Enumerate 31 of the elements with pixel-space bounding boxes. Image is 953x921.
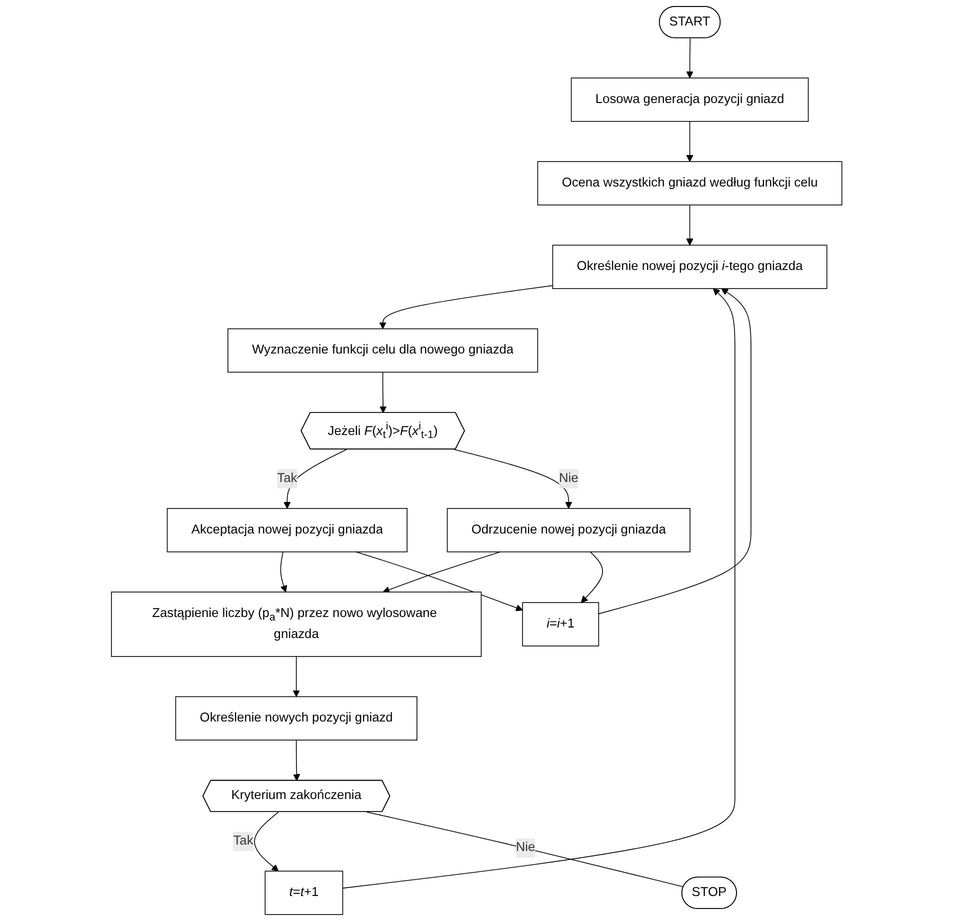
arrow [598, 288, 752, 614]
node-box: Wyznaczenie funkcji celu dla nowego gniazda [227, 328, 538, 373]
edge-label: Nie [516, 840, 535, 854]
arrow [379, 285, 553, 330]
arrow [686, 121, 694, 162]
edge-label: Tak [277, 471, 298, 486]
arrow [580, 551, 603, 603]
node-box: Określenie nowej pozycji i-tego gniazda [552, 244, 828, 289]
node-box: Odrzucenie nowej pozycji gniazda [446, 508, 690, 552]
edge-label: Tak [233, 834, 254, 848]
arrow [283, 448, 348, 509]
arrow [356, 551, 523, 612]
arrow [280, 551, 287, 592]
node-box: Ocena wszystkich gniazd według funkcji celu [537, 161, 842, 206]
arrow [292, 740, 300, 782]
node-box: Akceptacja nowej pozycji gniazda [166, 508, 408, 552]
edge-label: Nie [558, 471, 578, 486]
node-box: Losowa generacja pozycji gniazd [570, 78, 809, 122]
arrow [382, 551, 501, 594]
connector [366, 812, 684, 888]
node-box: Zastąpienie liczby (p$_{a}$*N) przez nowo wylosowane gniazda [110, 592, 482, 657]
arrow [686, 204, 694, 246]
arrow [453, 448, 572, 509]
node-box: Określenie nowych pozycji gniazd [175, 696, 418, 741]
arrow [686, 38, 694, 78]
arrow [342, 288, 736, 889]
arrow [379, 372, 386, 414]
node-box: i=i+1 [522, 602, 599, 646]
arrow [292, 656, 300, 698]
arrow [254, 812, 279, 872]
node-box: t=t+1 [264, 870, 343, 915]
